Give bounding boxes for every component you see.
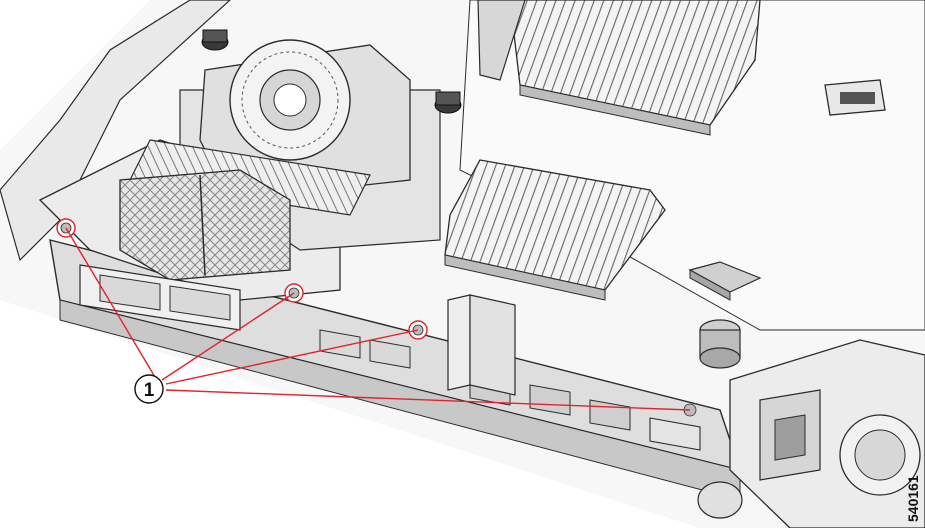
leader-line — [165, 389, 691, 411]
callout-leaders — [65, 227, 691, 411]
top-right-connector — [824, 79, 886, 116]
figure-id: 540161 — [905, 475, 921, 522]
thumbscrew-right — [434, 91, 462, 114]
leader-line — [65, 227, 159, 383]
rear-io-ports — [79, 264, 701, 451]
bottom-knob — [697, 481, 743, 519]
cpu-heatsink-lower — [444, 159, 666, 301]
divider-post — [447, 294, 516, 396]
power-supply — [729, 339, 925, 528]
chip — [688, 261, 762, 301]
callout-bubble: 1 — [134, 374, 164, 404]
network-cages — [119, 169, 291, 281]
leader-line — [161, 292, 295, 381]
callout-label: 1 — [144, 380, 155, 401]
thumbscrew-left — [201, 29, 229, 51]
cpu-heatsink-upper — [509, 0, 761, 136]
standoff — [699, 319, 741, 369]
memory-slot — [477, 0, 526, 81]
leader-line — [165, 329, 419, 385]
